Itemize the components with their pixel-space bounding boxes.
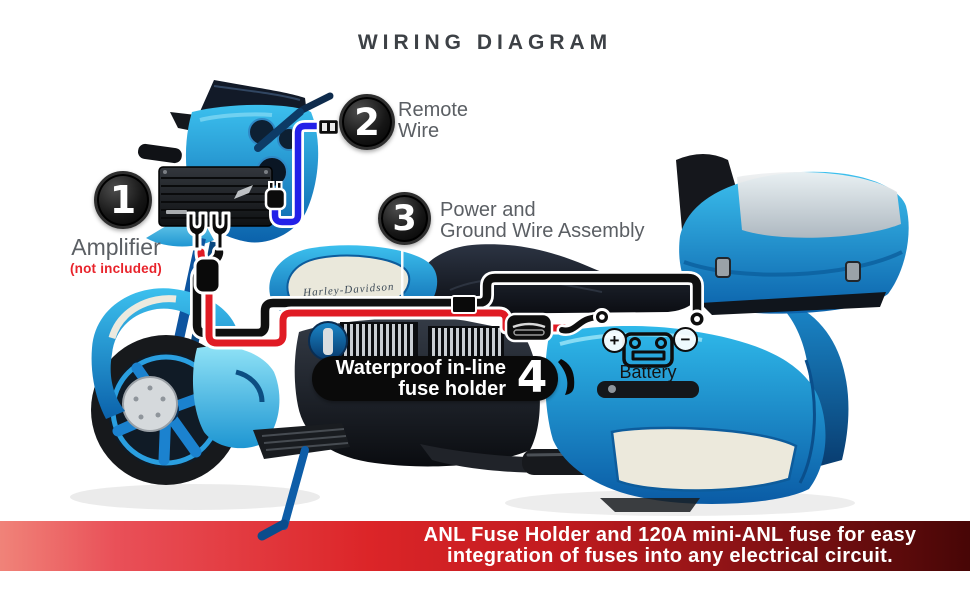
- callout-3-leader-line: [401, 243, 404, 299]
- fuse-holder-icon: [504, 312, 554, 343]
- banner-line1: ANL Fuse Holder and 120A mini-ANL fuse f…: [423, 524, 917, 546]
- battery-positive-icon: +: [602, 328, 627, 353]
- battery-label: Battery: [619, 362, 677, 382]
- minus-symbol: −: [680, 330, 691, 349]
- ring-terminal-negative: [687, 309, 707, 329]
- remote-wire: [269, 120, 326, 228]
- amplifier-note: (not included): [69, 261, 163, 277]
- callout-3-number: 3: [392, 198, 417, 239]
- fuse-holder-callout-pill: Waterproof in-line fuse holder 4: [312, 352, 558, 403]
- wire-junction: [451, 295, 477, 314]
- ring-terminal-positive: [593, 308, 611, 326]
- callout-2-number: 2: [354, 100, 380, 144]
- motorcycle-photo: Harley-Davidson: [70, 80, 909, 541]
- fuse-holder-label: Waterproof in-line fuse holder: [312, 358, 506, 399]
- remote-plug-icon: [264, 181, 287, 211]
- power-ground-label-line1: Power and: [440, 199, 536, 221]
- kickstand: [257, 446, 309, 541]
- banner-line2: integration of fuses into any electrical…: [447, 545, 893, 568]
- fork-terminal-icons: [186, 211, 231, 251]
- fuse-holder-label-line1: Waterproof in-line: [335, 357, 506, 380]
- ground-wire: [190, 245, 704, 340]
- callout-2-badge: 2: [339, 94, 395, 150]
- remote-wire-label: Remote Wire: [398, 100, 468, 142]
- callout-1-number: 1: [109, 178, 137, 222]
- saddlebag: [545, 325, 826, 512]
- amplifier-label: Amplifier (not included): [48, 235, 184, 276]
- callout-3-badge: 3: [378, 192, 431, 245]
- remote-connector-icon: [316, 117, 341, 137]
- battery-negative-icon: −: [673, 327, 698, 352]
- callout-4-pointer: [558, 359, 575, 395]
- bottom-banner: [0, 521, 970, 571]
- amplifier: [158, 166, 273, 227]
- wire-sleeve: [193, 256, 222, 295]
- callout-1-badge: 1: [94, 171, 152, 229]
- battery-icon: [622, 332, 674, 368]
- callout-4-number: 4: [516, 351, 548, 403]
- amplifier-label-text: Amplifier: [71, 234, 161, 260]
- power-ground-label: Power and Ground Wire Assembly: [440, 200, 645, 242]
- banner-text: ANL Fuse Holder and 120A mini-ANL fuse f…: [372, 524, 968, 568]
- plus-symbol: +: [609, 331, 620, 350]
- page-title: WIRING DIAGRAM: [357, 31, 613, 54]
- fuse-holder-label-line2: fuse holder: [398, 377, 506, 400]
- tour-pack: [676, 154, 909, 315]
- remote-wire-label-line1: Remote: [398, 99, 469, 121]
- power-ground-label-line2: Ground Wire Assembly: [440, 220, 645, 242]
- remote-wire-label-line2: Wire: [398, 120, 440, 142]
